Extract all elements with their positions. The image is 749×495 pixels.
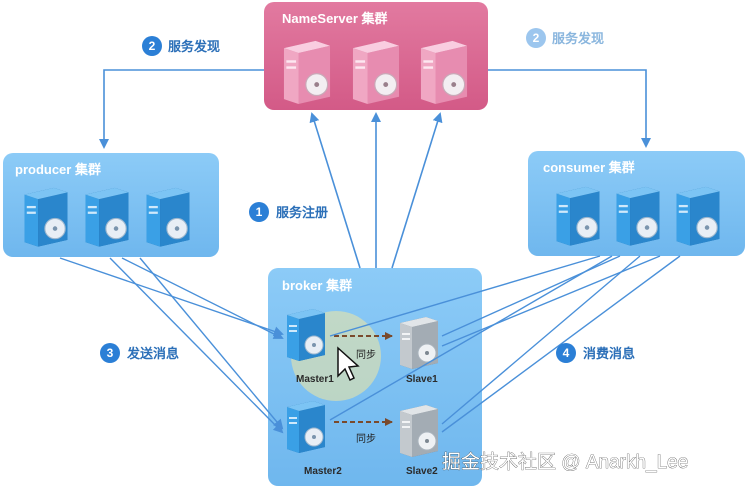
step-discovery-left: 2 服务发现 bbox=[142, 36, 220, 56]
send-arrow-3 bbox=[121, 257, 284, 339]
sync-label-1: 同步 bbox=[356, 349, 376, 361]
slave2-label: Slave2 bbox=[406, 466, 438, 477]
master2-server-icon bbox=[286, 400, 326, 454]
producer-server-icon bbox=[23, 187, 69, 247]
consume-line-3 bbox=[441, 255, 661, 347]
slave1-label: Slave1 bbox=[406, 374, 438, 385]
svg-text:服务注册: 服务注册 bbox=[276, 205, 328, 220]
svg-text:2: 2 bbox=[533, 31, 540, 45]
nameserver-server-icon bbox=[352, 40, 400, 104]
consume-line-4 bbox=[329, 255, 613, 421]
svg-text:3: 3 bbox=[107, 346, 114, 360]
slave2-server-icon bbox=[399, 404, 439, 458]
step-consume: 4 消费消息 bbox=[556, 343, 635, 363]
discovery-arrow-left bbox=[99, 69, 264, 149]
consumer-server-icon bbox=[675, 186, 721, 246]
broker-title: broker 集群 bbox=[282, 278, 352, 293]
svg-text:服务发现: 服务发现 bbox=[552, 31, 604, 46]
consume-line-1 bbox=[329, 255, 601, 337]
step-send: 3 发送消息 bbox=[100, 343, 179, 363]
svg-text:发送消息: 发送消息 bbox=[126, 346, 179, 361]
svg-text:4: 4 bbox=[563, 346, 570, 360]
consume-line-5 bbox=[441, 255, 641, 425]
step-discovery-right: 2 服务发现 bbox=[526, 28, 604, 48]
nameserver-server-icon bbox=[420, 40, 468, 104]
discovery-arrow-right bbox=[488, 69, 651, 148]
svg-text:1: 1 bbox=[256, 205, 263, 219]
step-register: 1 服务注册 bbox=[249, 202, 328, 222]
master1-label: Master1 bbox=[296, 374, 334, 385]
consumer-server-icon bbox=[615, 186, 661, 246]
send-arrow-4 bbox=[139, 257, 284, 430]
master2-label: Master2 bbox=[304, 466, 342, 477]
sync-label-2: 同步 bbox=[356, 433, 376, 445]
cursor-icon bbox=[337, 346, 360, 382]
send-arrow-2 bbox=[109, 257, 284, 434]
producer-server-icon bbox=[145, 187, 191, 247]
watermark: 掘金技术社区 @ Anarkh_Lee bbox=[442, 451, 688, 473]
consume-line-6 bbox=[441, 255, 681, 433]
svg-text:消费消息: 消费消息 bbox=[583, 346, 635, 361]
producer-server-icon bbox=[84, 187, 130, 247]
producer-title: producer 集群 bbox=[15, 162, 101, 177]
svg-text:2: 2 bbox=[149, 39, 156, 53]
register-arrow-3 bbox=[391, 112, 443, 269]
register-arrow-1 bbox=[309, 112, 361, 269]
svg-text:服务发现: 服务发现 bbox=[168, 39, 220, 54]
nameserver-title: NameServer 集群 bbox=[282, 11, 388, 26]
master1-server-icon bbox=[286, 308, 326, 362]
consumer-server-icon bbox=[555, 186, 601, 246]
nameserver-server-icon bbox=[283, 40, 331, 104]
consumer-title: consumer 集群 bbox=[543, 160, 635, 175]
